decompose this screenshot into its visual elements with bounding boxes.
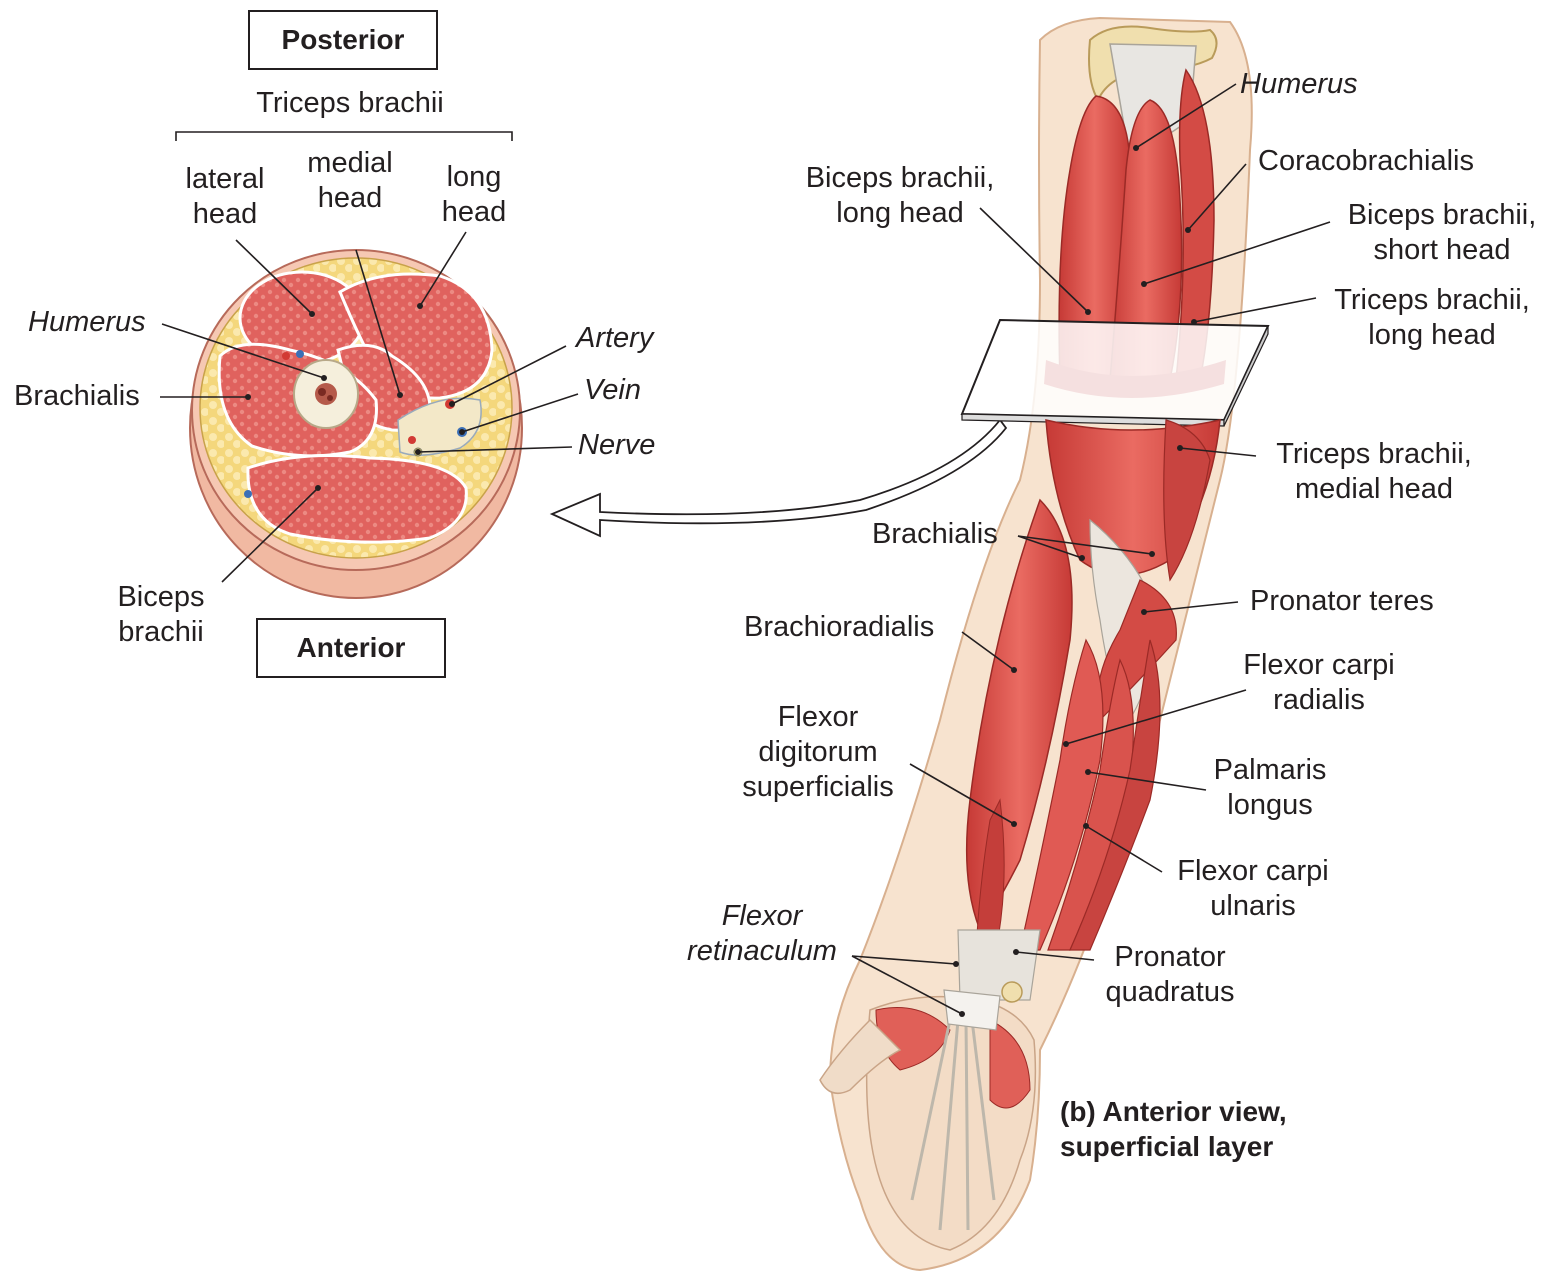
arm-humerus-label: Humerus [1240,67,1358,102]
nerve-label: Nerve [578,428,655,463]
brachioradialis-label: Brachioradialis [744,610,934,645]
biceps-long-head-label: Biceps brachii,long head [790,161,1010,231]
humerus-label: Humerus [28,305,146,340]
wrist-tendons [958,930,1040,1000]
triceps-medial-head-label: Triceps brachii,medial head [1260,437,1488,507]
section-plane [962,320,1268,420]
biceps-short-head-label: Biceps brachii,short head [1330,198,1554,268]
vein-label: Vein [584,373,641,408]
pronator-teres-label: Pronator teres [1250,584,1434,619]
triceps-brachii-label: Triceps brachii [200,86,500,121]
flexor-retinaculum-band [944,990,1000,1030]
triceps-long-head-label: Triceps brachii,long head [1318,283,1546,353]
triceps-bracket [176,132,512,141]
posterior-label: Posterior [248,10,438,70]
artery-label: Artery [576,321,653,356]
coracobrachialis-label: Coracobrachialis [1258,144,1474,179]
brachialis-arm-label: Brachialis [872,517,998,552]
anterior-label: Anterior [256,618,446,678]
brachialis-label: Brachialis [14,379,140,414]
figure-caption: (b) Anterior view,superficial layer [1060,1094,1287,1164]
biceps-muscle [248,456,466,543]
